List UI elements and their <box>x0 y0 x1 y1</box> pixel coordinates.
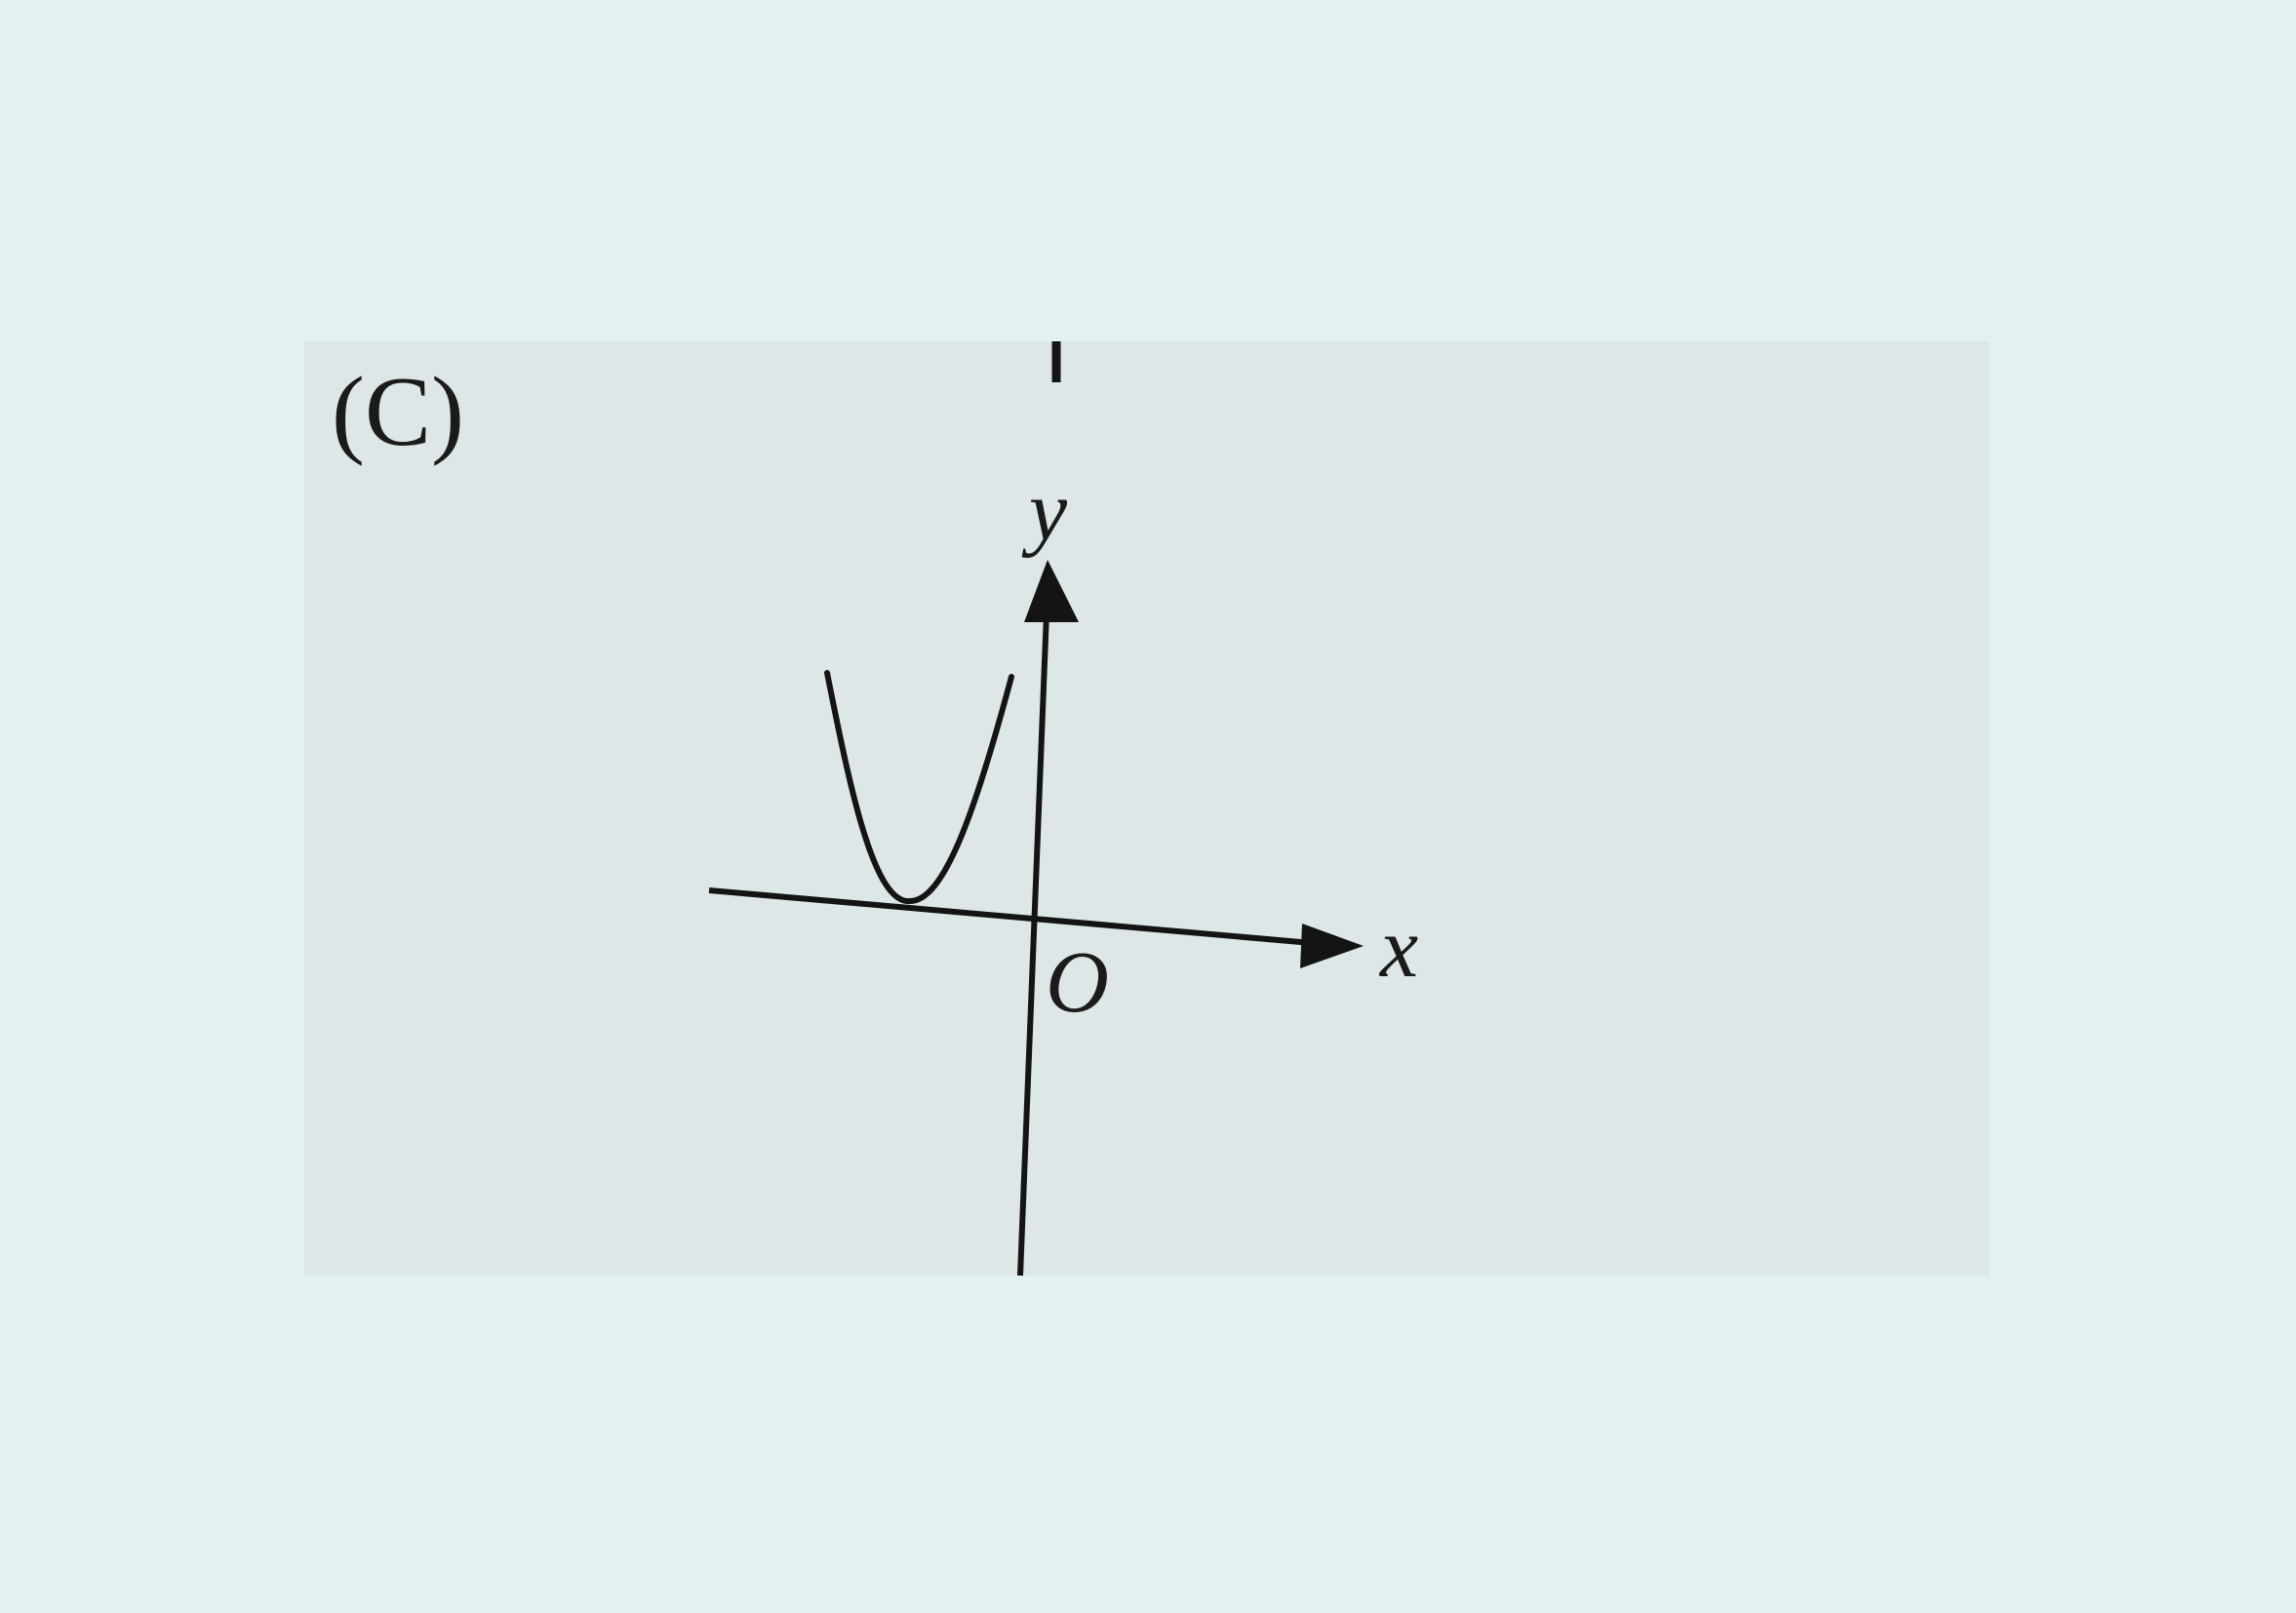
x-axis <box>708 887 1313 946</box>
x-axis-arrowhead <box>1300 924 1364 968</box>
y-axis-label: y <box>1021 464 1068 559</box>
y-axis <box>1017 611 1049 1277</box>
option-label: (C) <box>332 357 464 467</box>
y-axis-arrowhead <box>1024 560 1079 622</box>
origin-label: O <box>1046 934 1109 1031</box>
parabola-curve <box>824 670 1014 904</box>
x-axis-label: x <box>1378 901 1418 996</box>
paper-background <box>304 341 1990 1276</box>
